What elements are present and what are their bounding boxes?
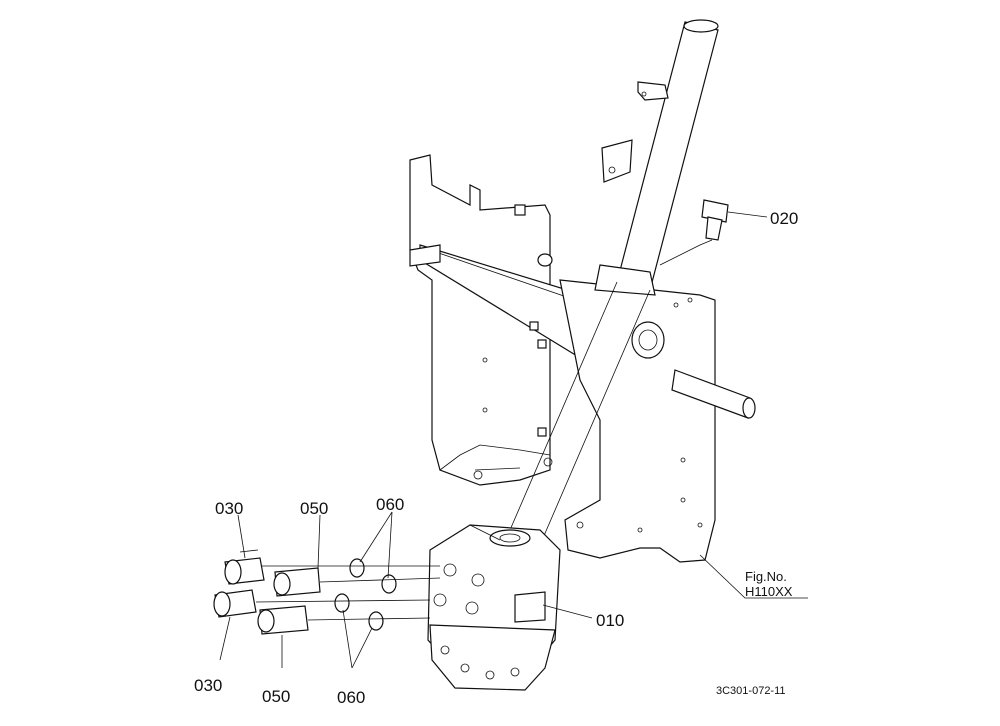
callout-060-lower: 060 [337, 688, 365, 707]
callout-030-lower: 030 [194, 676, 222, 695]
callout-060-upper: 060 [376, 495, 404, 514]
bolt-020 [659, 199, 729, 266]
steering-column [509, 19, 719, 539]
steering-valve-010 [427, 524, 561, 691]
alignment-lines [255, 565, 441, 621]
fitting-030-lower [213, 589, 257, 618]
fitting-050-upper [273, 567, 321, 597]
callout-030-upper: 030 [215, 499, 243, 518]
callout-050-lower: 050 [262, 687, 290, 706]
steering-frame-bracket [409, 154, 756, 563]
callout-050-upper: 050 [300, 499, 328, 518]
figure-number: H110XX [745, 584, 793, 599]
drawing-code: 3C301-072-11 [716, 685, 786, 697]
fitting-030-upper [224, 549, 265, 585]
callout-020: 020 [770, 209, 798, 228]
o-rings-060 [334, 558, 397, 631]
callout-010: 010 [596, 611, 624, 630]
figure-label: Fig.No. [745, 569, 787, 584]
fitting-050-lower [257, 605, 309, 635]
leader-lines [219, 211, 808, 669]
